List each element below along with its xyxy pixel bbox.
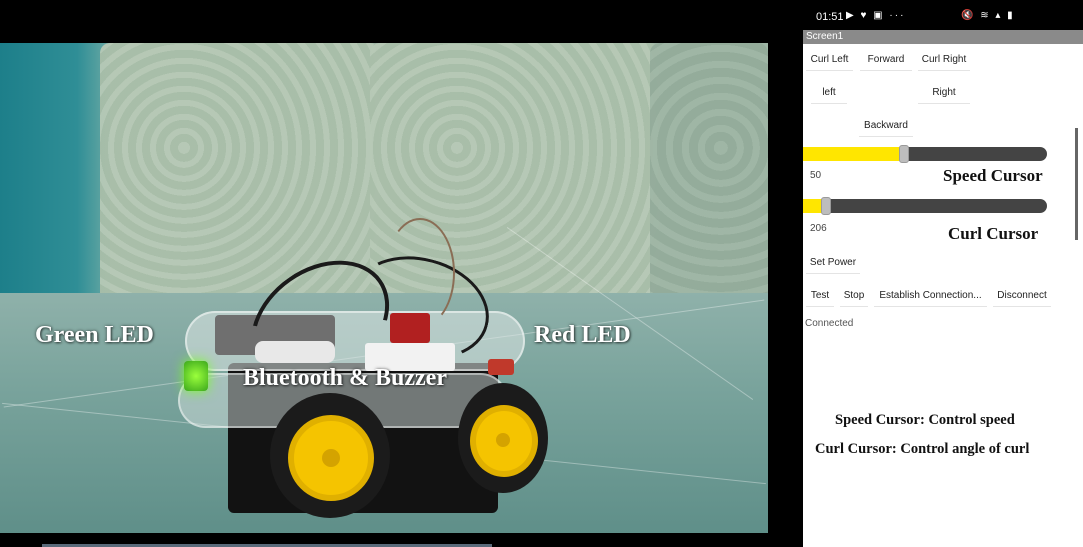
curl-left-button[interactable]: Curl Left <box>806 49 853 71</box>
signal-battery-icons: 🔇 ≋ ▴ ▮ <box>961 10 1015 21</box>
green-led <box>184 361 208 391</box>
scrollbar[interactable] <box>1075 128 1078 240</box>
connection-status: Connected <box>805 318 854 329</box>
video-frame: Green LED Red LED Bluetooth & Buzzer <box>0 43 768 533</box>
wire <box>385 218 455 328</box>
speed-cursor-note: Speed Cursor: Control speed <box>835 412 1015 428</box>
curl-slider-thumb[interactable] <box>821 197 831 215</box>
wall-background <box>0 43 110 293</box>
phone-app-panel: 01:51 ▶ ♥ ▣ ··· 🔇 ≋ ▴ ▮ Screen1 Curl Lef… <box>803 0 1083 547</box>
rear-wheel <box>458 383 548 493</box>
screen-title: Screen1 <box>803 30 1083 44</box>
curl-right-button[interactable]: Curl Right <box>918 49 970 71</box>
speed-value: 50 <box>810 170 822 181</box>
cushion-right <box>650 43 768 305</box>
speed-slider[interactable] <box>803 145 1047 163</box>
left-button[interactable]: left <box>811 82 847 104</box>
curl-value: 206 <box>810 223 827 234</box>
phone-status-bar: 01:51 ▶ ♥ ▣ ··· 🔇 ≋ ▴ ▮ <box>803 0 1083 30</box>
bluetooth-buzzer-caption: Bluetooth & Buzzer <box>243 365 447 391</box>
notification-icons: ▶ ♥ ▣ ··· <box>846 10 906 21</box>
right-button[interactable]: Right <box>918 82 970 104</box>
battery-pack <box>255 341 335 363</box>
curl-slider[interactable] <box>803 197 1047 215</box>
red-led-caption: Red LED <box>534 322 631 348</box>
speed-cursor-label: Speed Cursor <box>943 166 1043 185</box>
establish-connection-button[interactable]: Establish Connection... <box>874 285 987 307</box>
set-power-button[interactable]: Set Power <box>806 252 860 274</box>
cushion-left <box>100 43 380 305</box>
red-led <box>488 359 514 375</box>
video-progress-bar[interactable] <box>42 544 492 547</box>
curl-slider-track <box>803 199 1047 213</box>
stop-button[interactable]: Stop <box>840 285 868 307</box>
curl-slider-fill <box>803 199 823 213</box>
curl-cursor-note: Curl Cursor: Control angle of curl <box>815 441 1030 457</box>
backward-button[interactable]: Backward <box>859 115 913 137</box>
speed-slider-fill <box>803 147 901 161</box>
disconnect-button[interactable]: Disconnect <box>993 285 1051 307</box>
speed-slider-thumb[interactable] <box>899 145 909 163</box>
clock: 01:51 <box>816 11 844 23</box>
curl-cursor-label: Curl Cursor <box>948 224 1039 243</box>
forward-button[interactable]: Forward <box>860 49 912 71</box>
front-wheel <box>270 393 390 518</box>
bluetooth-module <box>365 343 455 371</box>
green-led-caption: Green LED <box>35 322 154 348</box>
test-button[interactable]: Test <box>806 285 834 307</box>
